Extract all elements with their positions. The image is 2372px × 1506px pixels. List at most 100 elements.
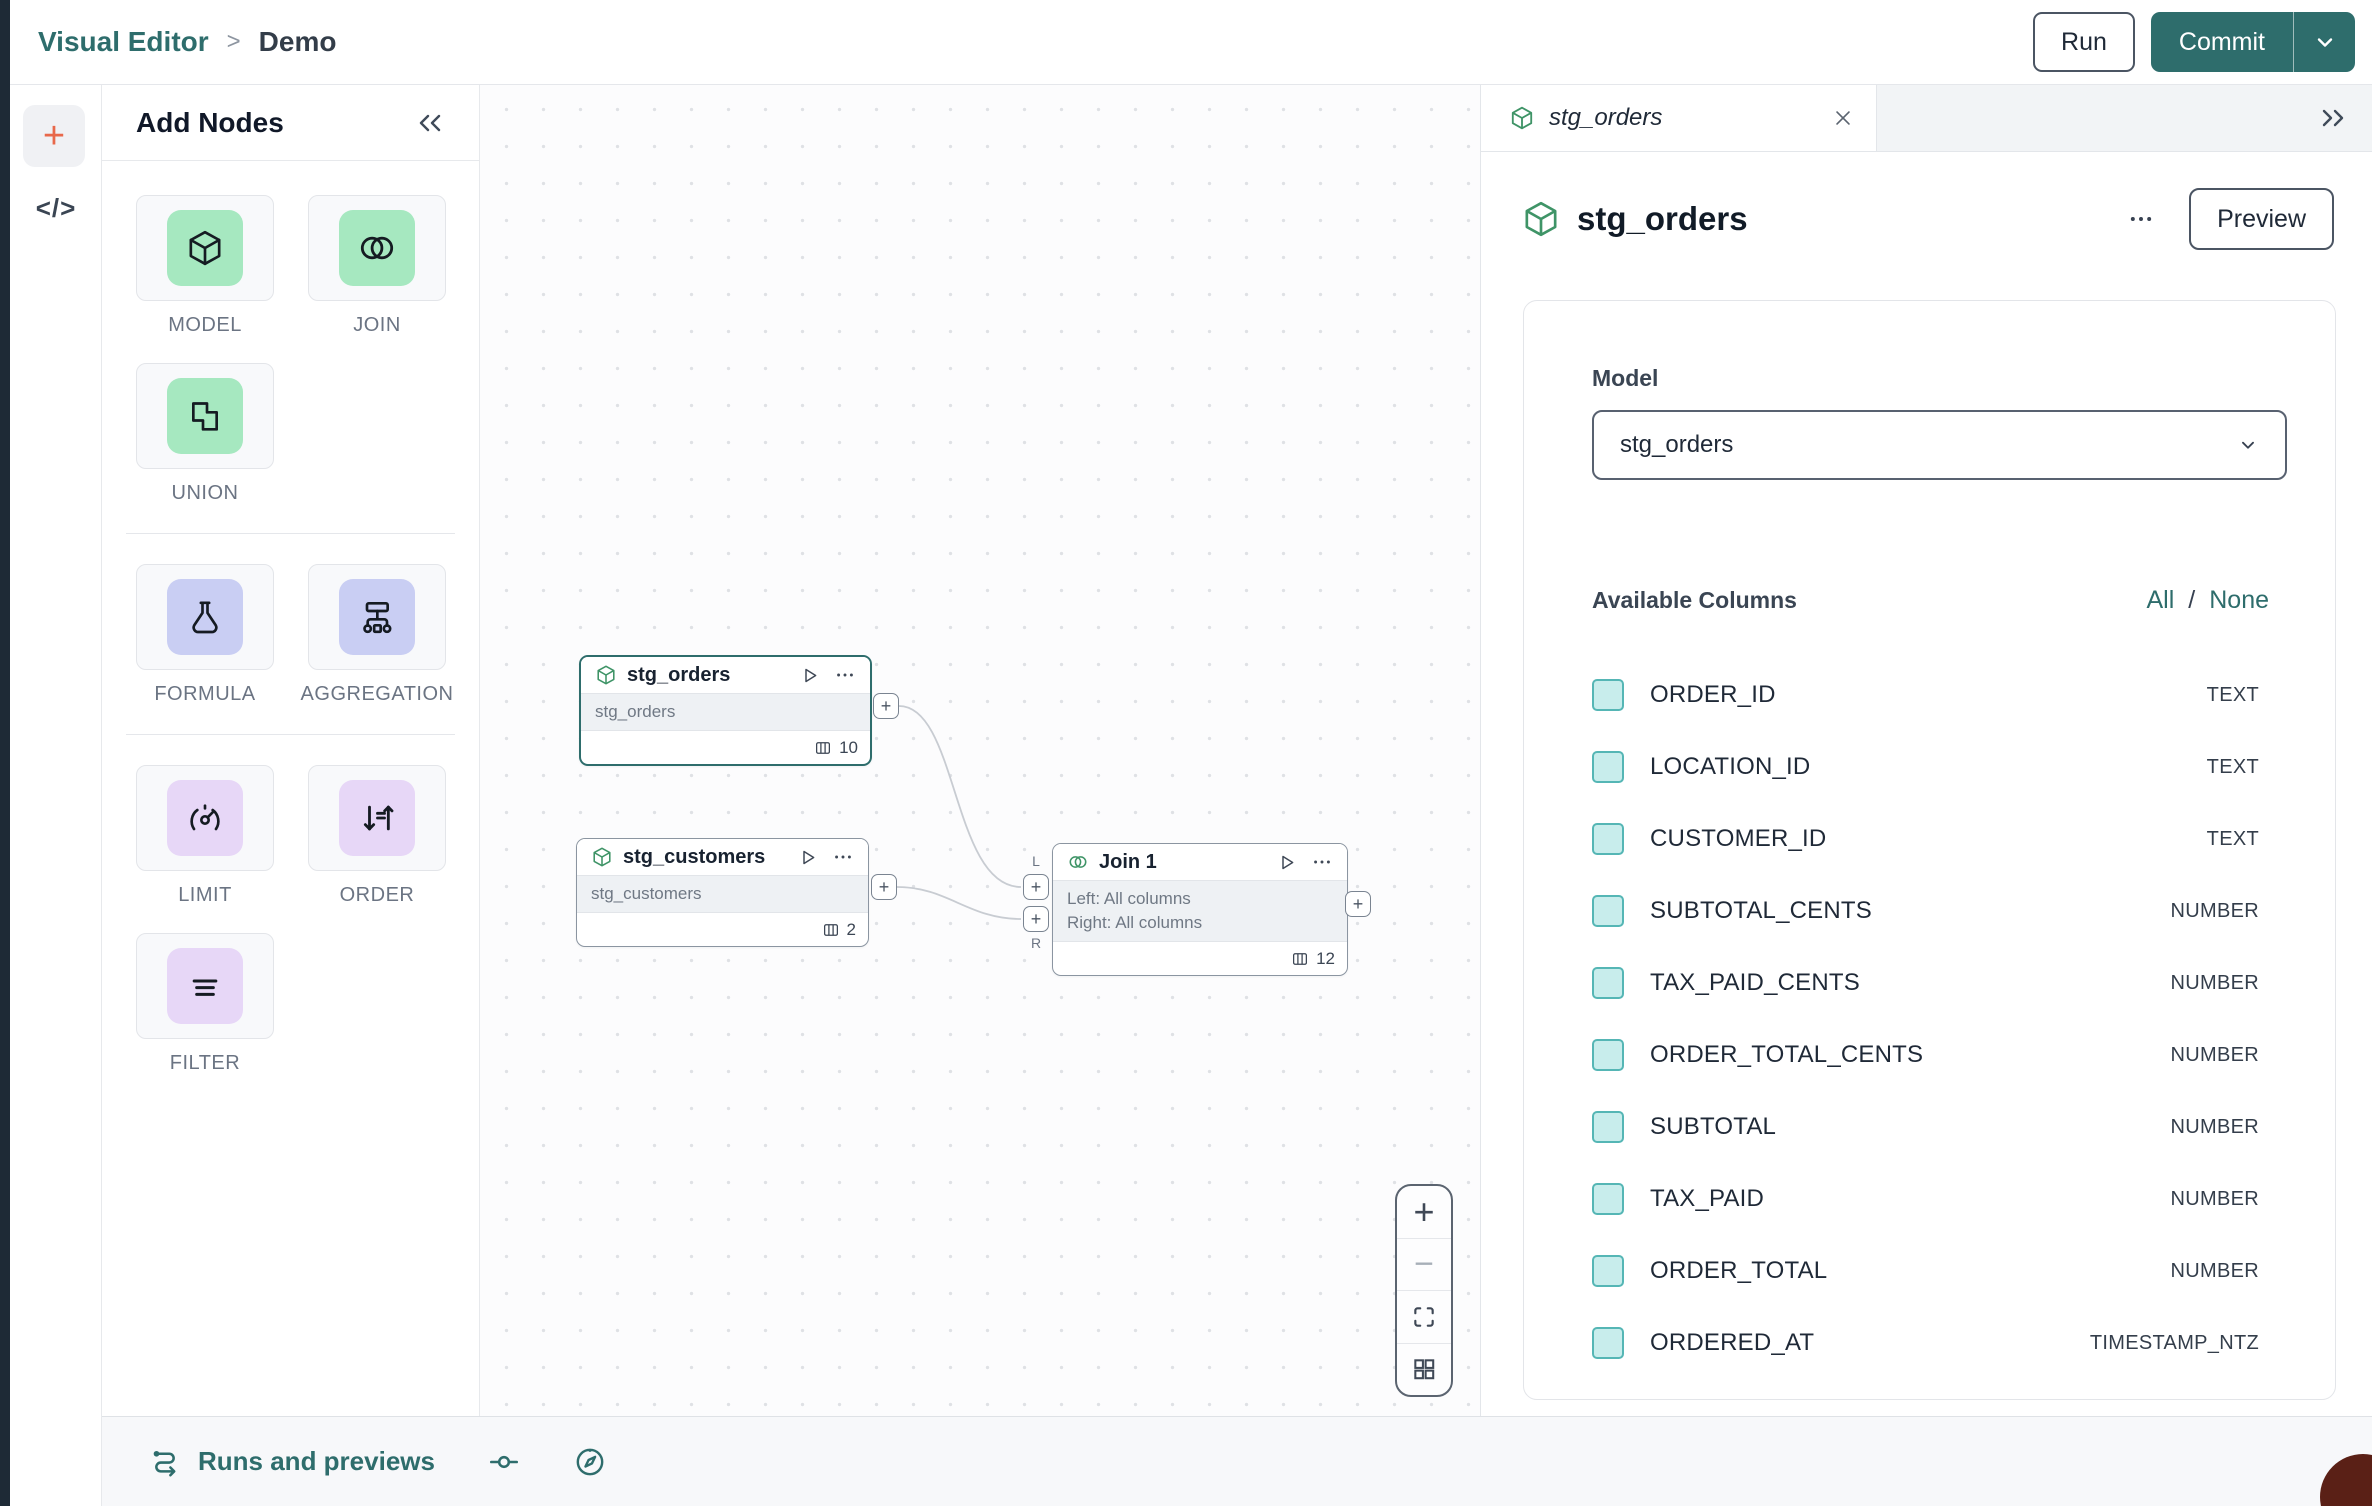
canvas-node-stg-orders[interactable]: stg_orders stg_orders 10: [579, 655, 872, 766]
palette-item-union[interactable]: UNION: [136, 363, 274, 505]
order-sort-icon: [339, 780, 415, 856]
palette-item-filter[interactable]: FILTER: [136, 933, 274, 1075]
kebab-menu-icon[interactable]: [832, 846, 854, 868]
column-name: SUBTOTAL: [1650, 1113, 1777, 1140]
palette-label: UNION: [171, 482, 239, 504]
column-checkbox[interactable]: [1592, 1255, 1624, 1287]
panel-title-row: stg_orders Preview: [1481, 188, 2372, 250]
play-icon[interactable]: [1276, 852, 1297, 873]
run-button[interactable]: Run: [2033, 12, 2135, 72]
add-node-tool-button[interactable]: +: [23, 105, 85, 167]
palette-label: FORMULA: [154, 683, 256, 705]
column-row: ORDER_TOTAL_CENTS NUMBER: [1592, 1019, 2287, 1091]
column-name: ORDER_TOTAL_CENTS: [1650, 1041, 1924, 1068]
node-footer: 12: [1053, 942, 1347, 975]
runs-and-previews-button[interactable]: Runs and previews: [148, 1445, 435, 1479]
column-row: TAX_PAID NUMBER: [1592, 1163, 2287, 1235]
column-type: TEXT: [2206, 827, 2259, 850]
palette-label: ORDER: [339, 884, 415, 906]
compass-icon[interactable]: [573, 1445, 607, 1479]
columns-count-icon: [1291, 950, 1309, 968]
layout-grid-button[interactable]: [1397, 1344, 1451, 1396]
port-stg-customers-output[interactable]: +: [871, 874, 897, 900]
node-header: stg_orders: [581, 657, 870, 693]
column-checkbox[interactable]: [1592, 823, 1624, 855]
column-checkbox[interactable]: [1592, 679, 1624, 711]
palette-item-aggregation[interactable]: AGGREGATION: [301, 564, 453, 706]
canvas-node-stg-customers[interactable]: stg_customers stg_customers 2: [576, 838, 869, 947]
columns-count: 10: [839, 737, 858, 757]
help-widget-bubble[interactable]: [2320, 1454, 2372, 1506]
port-stg-orders-output[interactable]: +: [873, 693, 899, 719]
palette-label: MODEL: [168, 314, 242, 336]
column-row: ORDERED_AT TIMESTAMP_NTZ: [1592, 1307, 2287, 1379]
column-row: SUBTOTAL NUMBER: [1592, 1091, 2287, 1163]
node-subtitle: stg_orders: [581, 693, 870, 731]
play-icon[interactable]: [797, 847, 818, 868]
code-view-button[interactable]: </>: [10, 193, 102, 224]
columns-count: 2: [846, 919, 856, 939]
model-select[interactable]: stg_orders: [1592, 410, 2287, 480]
chevrons-right-icon: [2318, 105, 2348, 131]
kebab-menu-icon[interactable]: [834, 664, 856, 686]
fit-view-button[interactable]: [1397, 1291, 1451, 1344]
model-field-label: Model: [1592, 365, 1659, 391]
zoom-in-button[interactable]: +: [1397, 1186, 1451, 1239]
panel-title: stg_orders: [1577, 200, 1748, 237]
select-none-link[interactable]: None: [2209, 586, 2269, 614]
port-label-right: R: [1030, 935, 1042, 951]
kebab-menu-icon[interactable]: [2127, 205, 2155, 233]
port-join-right-input[interactable]: +: [1023, 906, 1049, 932]
palette-item-limit[interactable]: LIMIT: [136, 765, 274, 907]
column-type: NUMBER: [2170, 899, 2259, 922]
palette-item-join[interactable]: JOIN: [308, 195, 446, 337]
collapse-right-panel-button[interactable]: [2318, 85, 2348, 151]
play-icon[interactable]: [799, 665, 820, 686]
runs-and-previews-label: Runs and previews: [198, 1446, 435, 1476]
chevrons-left-icon: [415, 110, 445, 136]
commit-button-group: Commit: [2150, 12, 2355, 72]
column-checkbox[interactable]: [1592, 1111, 1624, 1143]
commit-node-icon[interactable]: [487, 1445, 521, 1479]
palette-group-filters: LIMIT ORDER FILTER: [136, 765, 446, 1101]
column-checkbox[interactable]: [1592, 1327, 1624, 1359]
breadcrumb-visual-editor[interactable]: Visual Editor: [38, 26, 209, 57]
column-checkbox[interactable]: [1592, 751, 1624, 783]
tab-stg-orders[interactable]: stg_orders: [1481, 85, 1877, 151]
join-right-line: Right: All columns: [1067, 913, 1203, 932]
close-tab-button[interactable]: [1832, 107, 1854, 129]
column-checkbox[interactable]: [1592, 1039, 1624, 1071]
port-join-output[interactable]: +: [1345, 891, 1371, 917]
port-join-left-input[interactable]: +: [1023, 874, 1049, 900]
top-header: Visual Editor > Demo Run Commit: [10, 0, 2372, 85]
preview-button[interactable]: Preview: [2189, 188, 2334, 250]
collapse-panel-button[interactable]: [415, 110, 445, 136]
chevron-down-icon: [2237, 434, 2259, 456]
column-checkbox[interactable]: [1592, 895, 1624, 927]
palette-item-formula[interactable]: FORMULA: [136, 564, 274, 706]
select-all-link[interactable]: All: [2146, 586, 2175, 614]
panel-tabbar: stg_orders: [1481, 85, 2372, 152]
port-label-left: L: [1032, 853, 1040, 869]
cube-icon: [595, 664, 617, 686]
grid-icon: [1411, 1356, 1437, 1382]
bottom-bar: Runs and previews: [102, 1416, 2372, 1506]
available-columns-title: Available Columns: [1592, 587, 1797, 613]
palette-item-model[interactable]: MODEL: [136, 195, 274, 337]
column-type: NUMBER: [2170, 1187, 2259, 1210]
palette-item-order[interactable]: ORDER: [308, 765, 446, 907]
column-name: SUBTOTAL_CENTS: [1650, 897, 1872, 924]
zoom-out-button[interactable]: −: [1397, 1239, 1451, 1291]
node-palette: MODEL JOIN UNION: [102, 161, 479, 1101]
column-checkbox[interactable]: [1592, 1183, 1624, 1215]
palette-divider: [126, 734, 455, 735]
available-columns-header: Available Columns All / None: [1592, 586, 2287, 615]
columns-count-icon: [822, 921, 840, 939]
column-checkbox[interactable]: [1592, 967, 1624, 999]
commit-button[interactable]: Commit: [2178, 27, 2265, 56]
kebab-menu-icon[interactable]: [1311, 851, 1333, 873]
canvas-node-join-1[interactable]: Join 1 Left: All columns Right: All colu…: [1052, 843, 1348, 976]
column-name: TAX_PAID: [1650, 1185, 1765, 1212]
flow-canvas[interactable]: stg_orders stg_orders 10: [480, 85, 1480, 1416]
commit-dropdown-button[interactable]: [2293, 12, 2355, 72]
